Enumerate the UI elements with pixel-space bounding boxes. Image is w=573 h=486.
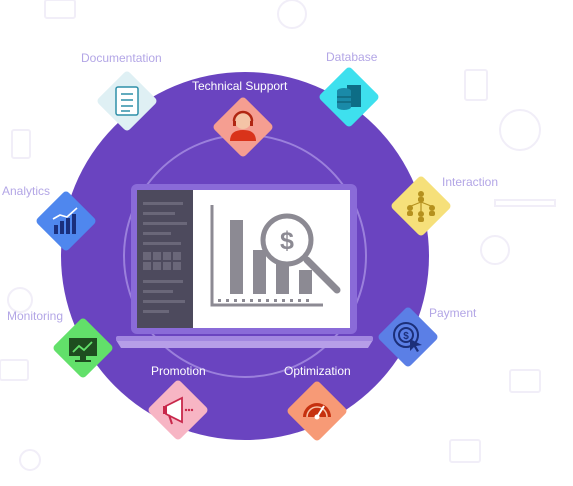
documentation-label: Documentation <box>81 51 162 65</box>
megaphone-icon <box>163 396 194 425</box>
optimization-label: Optimization <box>284 364 351 378</box>
promotion-label: Promotion <box>151 364 206 378</box>
background-pattern <box>0 0 556 471</box>
database-icon <box>337 85 361 110</box>
database-node[interactable] <box>318 66 380 128</box>
monitoring-node[interactable] <box>52 317 114 379</box>
technical-support-node[interactable] <box>212 96 274 158</box>
laptop-illustration <box>116 184 373 348</box>
bar-chart-icon <box>52 207 78 234</box>
support-agent-icon <box>230 110 256 141</box>
svg-text:$: $ <box>280 227 294 255</box>
checklist-icon <box>115 86 139 116</box>
svg-text:$: $ <box>403 331 409 342</box>
monitor-chart-icon <box>69 338 97 362</box>
people-network-icon <box>407 191 435 222</box>
technical-support-label: Technical Support <box>192 79 288 93</box>
payment-node[interactable]: $ <box>377 306 439 368</box>
monitoring-label: Monitoring <box>7 309 64 323</box>
interaction-label: Interaction <box>442 175 499 189</box>
optimization-node[interactable] <box>286 380 348 442</box>
database-label: Database <box>326 50 378 64</box>
analytics-node[interactable] <box>35 190 97 252</box>
analytics-label: Analytics <box>2 184 51 198</box>
interaction-node[interactable] <box>390 175 452 237</box>
payment-label: Payment <box>429 306 477 320</box>
promotion-node[interactable] <box>147 379 209 441</box>
documentation-node[interactable] <box>96 70 158 132</box>
payment-click-icon: $ <box>393 322 422 352</box>
finance-chart-icon: $ <box>210 205 341 307</box>
speedometer-icon <box>303 403 331 420</box>
